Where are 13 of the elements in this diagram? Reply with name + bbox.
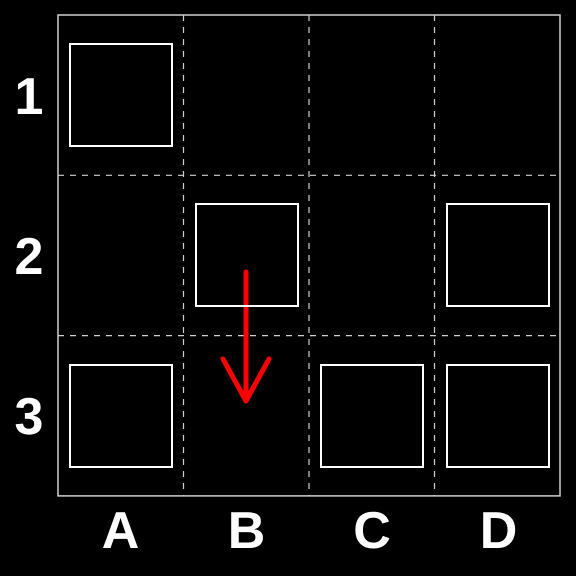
row-label: 3 (14, 391, 44, 443)
row-label: 2 (14, 231, 44, 283)
square-box (69, 364, 173, 468)
square-box (69, 43, 173, 147)
column-label: C (353, 505, 391, 557)
square-box (320, 364, 424, 468)
square-box (446, 203, 550, 308)
row-label: 1 (14, 71, 44, 123)
column-label: B (228, 505, 266, 557)
column-label: D (480, 505, 518, 557)
square-box (194, 203, 298, 308)
square-box (446, 364, 550, 468)
column-label: A (102, 505, 140, 557)
